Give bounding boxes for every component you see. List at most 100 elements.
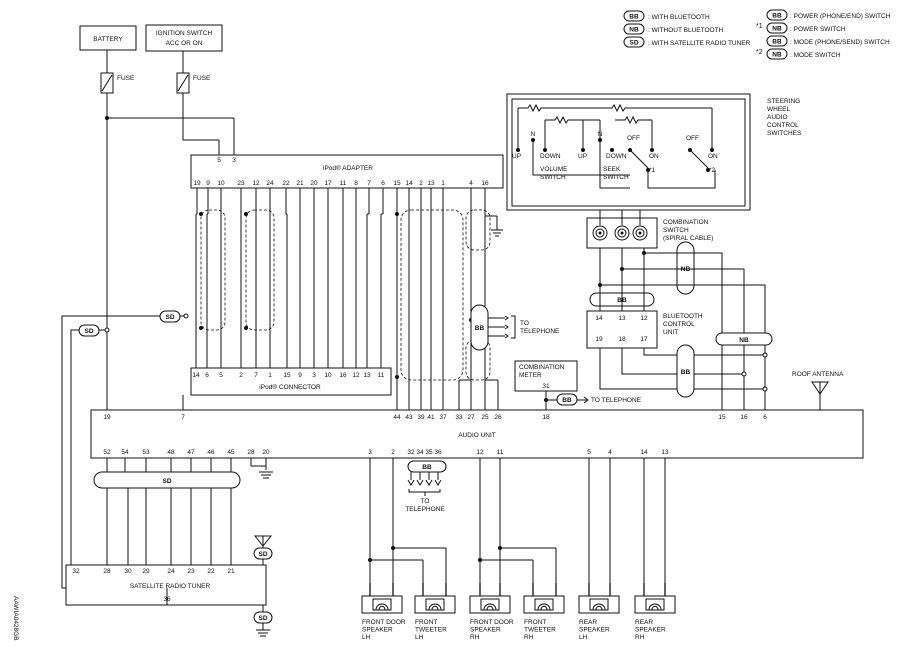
pin: 52 — [103, 449, 111, 456]
pin: 6 — [763, 414, 767, 421]
pin: 28 — [103, 568, 111, 575]
steering-label-5: SWITCHES — [767, 130, 802, 137]
volume-switch-label-2: SWITCH — [540, 174, 566, 181]
seek-switch-label-2: SWITCH — [603, 174, 629, 181]
pin: 1 — [268, 372, 272, 379]
pin: 17 — [640, 336, 648, 343]
pin: 16 — [481, 180, 489, 187]
speaker-label: RH — [635, 634, 645, 641]
speaker-label: TWEETER — [415, 627, 447, 634]
to-telephone-2: TO TELEPHONE — [591, 397, 642, 404]
pin: 44 — [393, 414, 401, 421]
speaker-label: REAR — [635, 619, 653, 626]
steering-label-3: AUDIO — [767, 114, 788, 121]
pin: 13 — [363, 372, 371, 379]
pin: 32 — [407, 449, 415, 456]
combo-switch-label-1: COMBINATION — [663, 219, 709, 226]
legend-star2-nb-tag: NB — [772, 52, 782, 59]
ignition-label-2: ACC OR ON — [166, 40, 203, 47]
speaker-label: FRONT DOOR — [470, 619, 514, 626]
pin: 13 — [427, 180, 435, 187]
legend-bb-tag: BB — [629, 14, 639, 21]
to-telephone-3-b: TELEPHONE — [405, 506, 445, 513]
combo-switch-label-2: SWITCH — [663, 227, 689, 234]
bt-label-3: UNIT — [663, 329, 678, 336]
pin: 2 — [239, 372, 243, 379]
pin: 21 — [227, 568, 235, 575]
pin: 19 — [193, 180, 201, 187]
speaker-label: TWEETER — [524, 627, 556, 634]
pin: 11 — [497, 449, 504, 456]
pin: 8 — [354, 180, 358, 187]
pin: 25 — [481, 414, 489, 421]
vol-up-label: UP — [512, 153, 521, 160]
legend-nb-text: : WITHOUT BLUETOOTH — [648, 27, 724, 34]
pin: 23 — [187, 568, 195, 575]
battery-label: BATTERY — [93, 36, 123, 43]
pin: 5 — [217, 157, 221, 164]
pin: 14 — [595, 315, 603, 322]
combo-switch-label-3: (SPIRAL CABLE) — [663, 235, 713, 242]
pin: 7 — [254, 372, 258, 379]
seek-n-label: N — [598, 131, 603, 138]
legend-bb-text: : WITH BLUETOOTH — [648, 14, 710, 21]
battery: BATTERY — [79, 25, 137, 51]
pin: 32 — [72, 568, 80, 575]
sat-tuner-label: SATELLITE RADIO TUNER — [130, 583, 211, 590]
side-code: AAWIA0428GB — [12, 596, 19, 641]
legend-star1-mark: *1 — [756, 23, 763, 30]
volume-switch-label-1: VOLUME — [540, 166, 568, 173]
speaker-label: FRONT — [524, 619, 546, 626]
pin: 19 — [595, 336, 603, 343]
switch-star1: *1 — [649, 167, 656, 174]
bt-label-2: CONTROL — [663, 321, 695, 328]
speaker-label: RH — [470, 634, 480, 641]
sd-tag-antenna: SD — [258, 551, 267, 558]
nb-tag-pill: NB — [739, 337, 749, 344]
pin: 12 — [640, 315, 648, 322]
legend-star2-bb-tag: BB — [772, 39, 782, 46]
ignition-label-1: IGNITION SWITCH — [156, 30, 213, 37]
pin: 26 — [494, 414, 502, 421]
bb-tag-right: BB — [681, 369, 691, 376]
meter-label-1: COMBINATION — [519, 364, 565, 371]
steering-label-2: WHEEL — [767, 106, 791, 113]
meter-label-2: METER — [519, 372, 542, 379]
pin: 6 — [205, 372, 209, 379]
combination-meter: COMBINATION METER 31 — [514, 360, 578, 392]
sd-tag-ground: SD — [258, 615, 267, 622]
pin: 4 — [469, 180, 473, 187]
steering-label-4: CONTROL — [767, 122, 799, 129]
speaker-label: LH — [362, 634, 371, 641]
pin: 21 — [296, 180, 304, 187]
pin: 9 — [206, 180, 210, 187]
legend-star1-nb-tag: NB — [772, 26, 782, 33]
pin: 3 — [368, 449, 372, 456]
pin: 36 — [434, 449, 442, 456]
legend-star1-nb-text: : POWER SWITCH — [790, 26, 846, 33]
to-telephone-1-b: TELEPHONE — [520, 328, 560, 335]
pin: 27 — [467, 414, 475, 421]
speaker-label: LH — [579, 634, 588, 641]
pin: 41 — [427, 414, 435, 421]
pin: 11 — [340, 180, 347, 187]
pin: 29 — [142, 568, 150, 575]
pin: 5 — [587, 449, 591, 456]
pin: 48 — [167, 449, 175, 456]
pin: 22 — [207, 568, 215, 575]
pin: 35 — [425, 449, 433, 456]
pin: 7 — [367, 180, 371, 187]
pin: 12 — [252, 180, 260, 187]
pin: 4 — [608, 449, 612, 456]
steering-switches: STEERING WHEEL AUDIO CONTROL SWITCHES N … — [506, 93, 802, 211]
legend-star1-bb-text: : POWER (PHONE/END) SWITCH — [790, 13, 891, 20]
pin: 45 — [227, 449, 235, 456]
seek-down-label: DOWN — [606, 153, 627, 160]
bt-label-1: BLUETOOTH — [663, 313, 703, 320]
pin: 2 — [391, 449, 395, 456]
sw1-on-label: ON — [649, 153, 659, 160]
